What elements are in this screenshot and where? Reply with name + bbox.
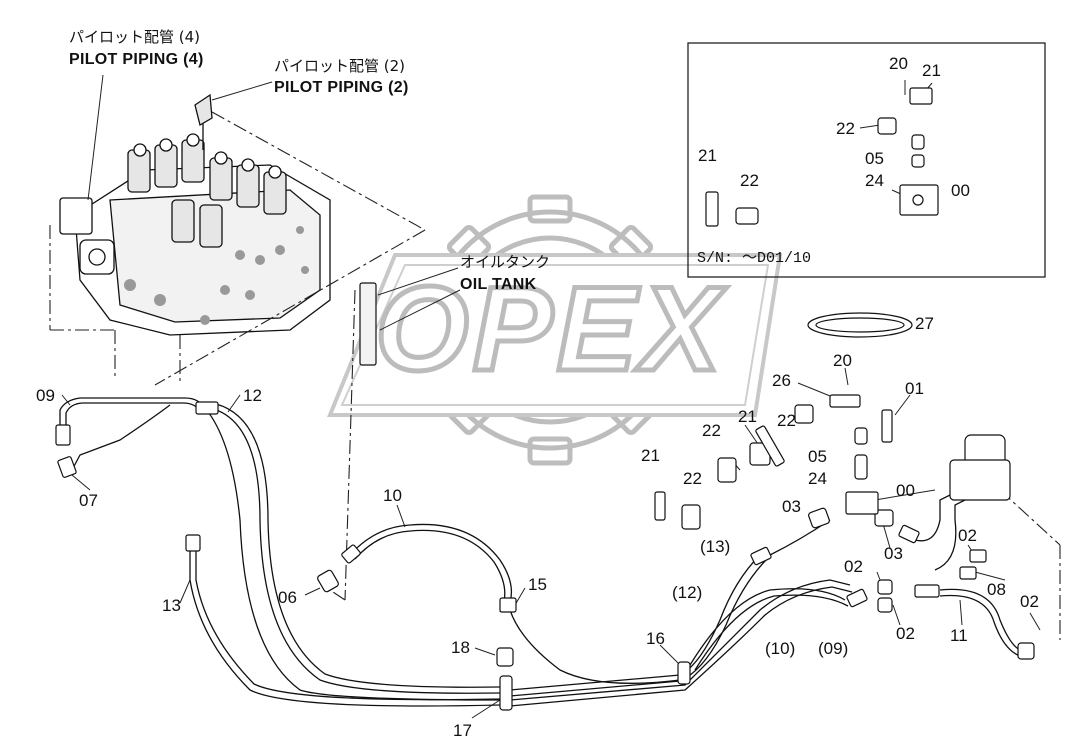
part-label-03: 03: [884, 544, 903, 563]
part-label-03: 03: [782, 497, 801, 516]
part-label-00: 00: [951, 181, 970, 200]
part-label-02: 02: [958, 526, 977, 545]
leader-lines: [49, 111, 1061, 640]
part-label-20: 20: [833, 351, 852, 370]
part-label-11: 11: [950, 626, 968, 645]
part-label-00: 00: [896, 481, 915, 500]
part-label-12-ref: (12): [672, 583, 703, 602]
part-label-12: 12: [243, 386, 262, 405]
part-label-02: 02: [1020, 592, 1039, 611]
part-label-13: 13: [162, 596, 181, 615]
serial-number-range: S/N: ～D01/10: [697, 250, 812, 267]
part-label-22: 22: [777, 411, 796, 430]
inset-box: [687, 42, 1046, 278]
part-label-24: 24: [808, 469, 827, 488]
part-label-10: 10: [383, 486, 402, 505]
part-label-10-ref: (10): [765, 639, 796, 658]
part-label-20: 20: [889, 54, 908, 73]
fittings: [55, 87, 1035, 711]
oil-tank-jp: オイルタンク: [460, 253, 551, 271]
part-label-16: 16: [646, 629, 665, 648]
part-label-01: 01: [905, 379, 924, 398]
part-label-02: 02: [896, 624, 915, 643]
hoses: [59, 397, 1021, 707]
part-label-18: 18: [451, 638, 470, 657]
part-label-21: 21: [698, 146, 717, 165]
watermark-gear-icon: [327, 194, 783, 466]
part-label-24: 24: [865, 171, 884, 190]
watermark-text: OPEX: [375, 262, 727, 396]
part-label-09-ref: (09): [818, 639, 849, 658]
pilot-piping-4-jp: パイロット配管 (4): [69, 28, 201, 46]
part-label-08: 08: [987, 580, 1006, 599]
part-label-22: 22: [683, 469, 702, 488]
part-label-22: 22: [836, 119, 855, 138]
label-leaders: [61, 74, 1041, 719]
part-label-02: 02: [844, 557, 863, 576]
pilot-piping-2-jp: パイロット配管 (2): [274, 57, 406, 75]
part-label-06: 06: [278, 588, 297, 607]
part-label-09: 09: [36, 386, 55, 405]
part-label-21: 21: [738, 407, 757, 426]
part-label-17: 17: [453, 721, 472, 740]
part-label-07: 07: [79, 491, 98, 510]
part-label-15: 15: [528, 575, 547, 594]
part-label-21: 21: [641, 446, 660, 465]
part-label-21: 21: [922, 61, 941, 80]
control-valve-assembly: [59, 93, 331, 336]
part-label-05: 05: [865, 149, 884, 168]
oil-tank-en: OIL TANK: [460, 276, 537, 293]
part-label-22: 22: [702, 421, 721, 440]
part-label-05: 05: [808, 447, 827, 466]
pilot-piping-2-en: PILOT PIPING (2): [274, 79, 409, 96]
part-label-26: 26: [772, 371, 791, 390]
part-label-27: 27: [915, 314, 934, 333]
part-label-22: 22: [740, 171, 759, 190]
part-label-13-ref: (13): [700, 537, 731, 556]
pilot-piping-4-en: PILOT PIPING (4): [69, 51, 204, 68]
